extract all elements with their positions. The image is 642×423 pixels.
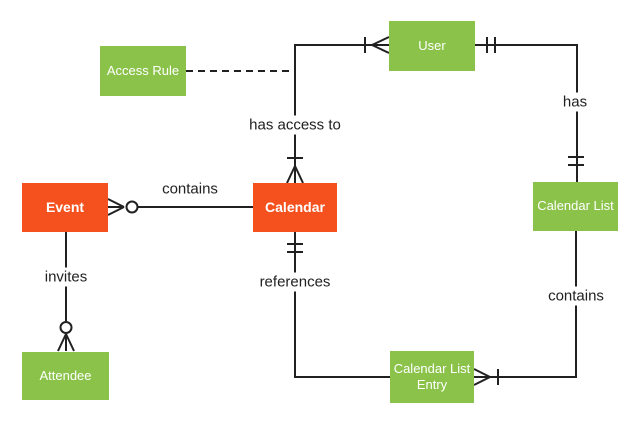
- entity-access-rule: Access Rule: [100, 46, 186, 96]
- crows-foot-many-icon: [371, 36, 390, 54]
- entity-calendar-list-label: Calendar List: [537, 198, 614, 214]
- entity-access-rule-label: Access Rule: [106, 62, 180, 78]
- entity-calendar-list: Calendar List: [533, 182, 618, 231]
- entity-event: Event: [22, 183, 108, 232]
- one-and-only-one-ticks-icon: [486, 37, 496, 53]
- line-has: [475, 44, 578, 182]
- entity-calendar: Calendar: [253, 183, 337, 232]
- line-contains-list-entry: [490, 231, 577, 378]
- entity-calendar-label: Calendar: [265, 198, 325, 215]
- crows-foot-many-icon: [107, 198, 125, 216]
- relationship-label-has-access-to: has access to: [245, 115, 345, 135]
- relationship-label-has: has: [558, 92, 592, 112]
- relationship-label-invites: invites: [40, 267, 92, 287]
- zero-cardinality-ring-icon: [125, 200, 139, 214]
- line-has-access-to: [294, 44, 389, 166]
- relationship-label-references: references: [255, 272, 335, 292]
- line-references: [294, 232, 390, 378]
- entity-user: User: [389, 21, 475, 71]
- entity-attendee-label: Attendee: [39, 367, 92, 383]
- crows-foot-many-icon: [57, 333, 75, 352]
- one-and-only-one-ticks-icon: [568, 156, 584, 166]
- zero-cardinality-ring-icon: [59, 321, 73, 334]
- relationship-label-contains-right: contains: [544, 286, 608, 306]
- relationship-label-contains-top: contains: [158, 179, 222, 199]
- entity-user-label: User: [418, 37, 446, 53]
- entity-calendar-list-entry-label: Calendar List Entry: [393, 360, 471, 392]
- entity-calendar-list-entry: Calendar List Entry: [390, 351, 474, 403]
- crows-foot-many-icon: [473, 368, 491, 386]
- one-and-only-one-ticks-icon: [287, 243, 303, 253]
- entity-event-label: Event: [45, 198, 85, 215]
- crows-foot-many-icon: [286, 165, 304, 184]
- entity-attendee: Attendee: [22, 352, 109, 400]
